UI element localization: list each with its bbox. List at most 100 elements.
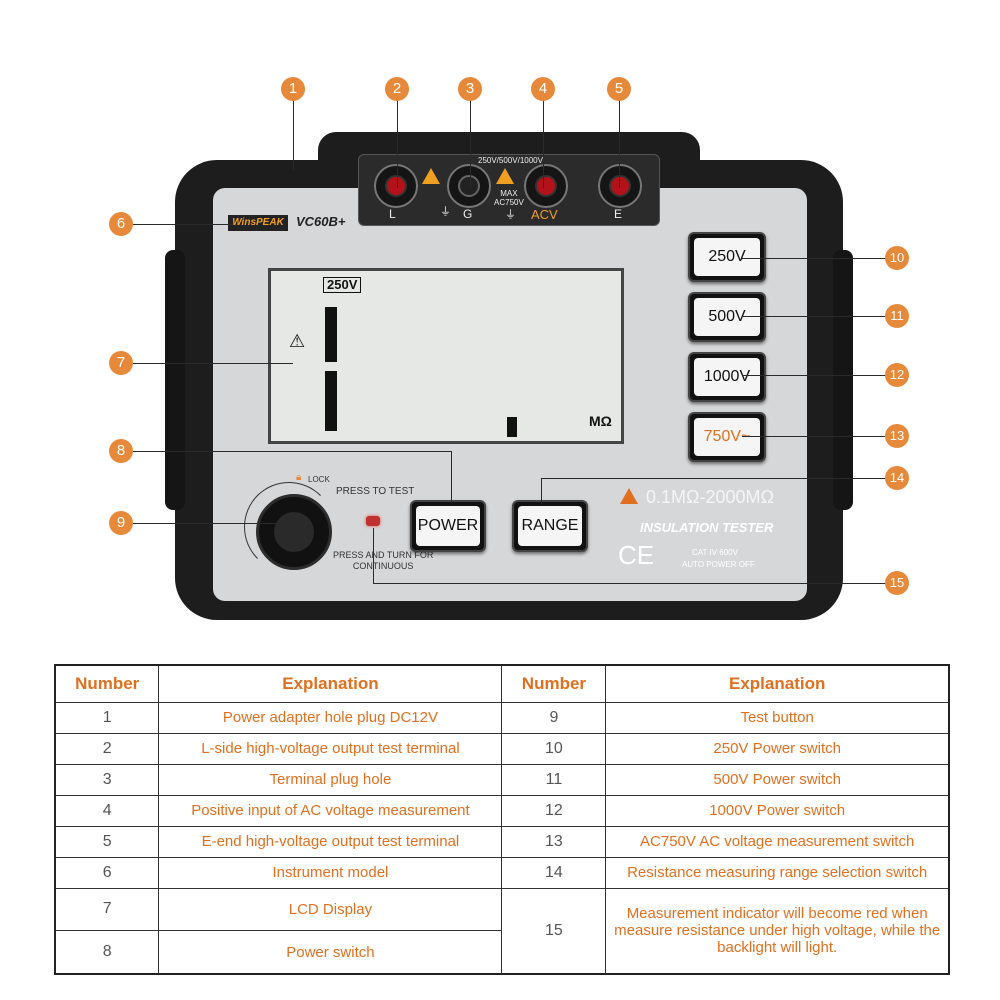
callout-4: 4 <box>531 77 555 101</box>
row-explanation: LCD Display <box>158 887 503 932</box>
power-button-label: POWER <box>416 506 480 546</box>
header-number: Number <box>501 664 607 703</box>
power-button[interactable]: POWER <box>410 500 486 552</box>
lcd-digit-segment <box>325 371 337 431</box>
row-explanation: Power adapter hole plug DC12V <box>158 702 503 734</box>
row-explanation: E-end high-voltage output test terminal <box>158 825 503 858</box>
row-number: 4 <box>54 794 160 827</box>
model-label: VC60B+ <box>296 214 346 229</box>
row-explanation: L-side high-voltage output test terminal <box>158 732 503 765</box>
row-number: 14 <box>501 856 607 889</box>
warning-icon <box>422 168 440 184</box>
callout-5: 5 <box>607 77 631 101</box>
lcd-display: 250V ⚠ MΩ <box>268 268 624 444</box>
table-row: 3 Terminal plug hole 11 500V Power switc… <box>54 763 950 796</box>
row-explanation: Resistance measuring range selection swi… <box>605 856 950 889</box>
explanation-table: Number Explanation Number Explanation 1 … <box>54 664 950 975</box>
table-row: 4 Positive input of AC voltage measureme… <box>54 794 950 827</box>
terminal-e[interactable] <box>598 164 642 208</box>
callout-7: 7 <box>109 351 133 375</box>
callout-8: 8 <box>109 439 133 463</box>
table-row: 6 Instrument model 14 Resistance measuri… <box>54 856 950 889</box>
row-number: 2 <box>54 732 160 765</box>
warning-icon <box>620 488 638 504</box>
row-number: 13 <box>501 825 607 858</box>
row-explanation: 1000V Power switch <box>605 794 950 827</box>
terminal-g[interactable] <box>447 164 491 208</box>
terminal-label-l: L <box>389 207 396 221</box>
lock-icon: 🔒︎ <box>296 472 302 483</box>
table-row: 1 Power adapter hole plug DC12V 9 Test b… <box>54 702 950 734</box>
lcd-digit-segment <box>325 307 337 362</box>
lcd-range-indicator: 250V <box>323 277 362 293</box>
row-number: 15 <box>501 887 607 975</box>
row-number: 12 <box>501 794 607 827</box>
header-explanation: Explanation <box>605 664 950 703</box>
row-number: 5 <box>54 825 160 858</box>
ce-mark: CE <box>618 540 655 570</box>
button-1000v[interactable]: 1000V <box>688 352 766 402</box>
row-explanation: Instrument model <box>158 856 503 889</box>
row-explanation: 500V Power switch <box>605 763 950 796</box>
row-explanation: Positive input of AC voltage measurement <box>158 794 503 827</box>
terminal-acv[interactable] <box>524 164 568 208</box>
terminal-label-acv: ACV <box>531 207 558 222</box>
table-header-row: Number Explanation Number Explanation <box>54 664 950 703</box>
row-number: 11 <box>501 763 607 796</box>
ground-icon: ⏚ <box>440 206 451 218</box>
terminal-header: 250V/500V/1000V <box>478 156 543 165</box>
table-row: 8 Power switch <box>54 930 949 975</box>
callout-12: 12 <box>885 363 909 387</box>
ground-icon: ⏚ <box>505 209 516 221</box>
cat-text: CAT IV 600V <box>692 548 738 557</box>
callout-11: 11 <box>885 304 909 328</box>
row-number: 9 <box>501 702 607 734</box>
button-750v[interactable]: 750V~ <box>688 412 766 462</box>
callout-2: 2 <box>385 77 409 101</box>
callout-14: 14 <box>885 466 909 490</box>
callout-10: 10 <box>885 246 909 270</box>
header-number: Number <box>54 664 160 703</box>
row-number: 10 <box>501 732 607 765</box>
range-text: 0.1MΩ-2000MΩ <box>646 487 774 507</box>
callout-13: 13 <box>885 424 909 448</box>
callout-1: 1 <box>281 77 305 101</box>
left-grip <box>165 250 185 510</box>
callout-9: 9 <box>109 511 133 535</box>
lock-label: LOCK <box>308 475 330 484</box>
button-1000v-label: 1000V <box>694 358 760 396</box>
range-button-label: RANGE <box>518 506 582 546</box>
header-explanation: Explanation <box>158 664 503 703</box>
button-500v-label: 500V <box>694 298 760 336</box>
row-explanation: Test button <box>605 702 950 734</box>
hv-warning-icon: ⚠ <box>289 331 306 351</box>
row-number: 6 <box>54 856 160 889</box>
tester-label: INSULATION TESTER <box>640 520 774 535</box>
warning-icon <box>496 168 514 184</box>
indicator-led <box>366 516 380 526</box>
row-number: 7 <box>54 887 160 932</box>
terminal-l[interactable] <box>374 164 418 208</box>
callout-15: 15 <box>885 571 909 595</box>
button-750v-label: 750V~ <box>694 418 760 456</box>
terminal-label-g: G <box>463 207 473 221</box>
lcd-cursor <box>507 417 517 437</box>
table-row: 2 L-side high-voltage output test termin… <box>54 732 950 765</box>
table-row: 5 E-end high-voltage output test termina… <box>54 825 950 858</box>
row-explanation: 250V Power switch <box>605 732 950 765</box>
row-explanation: Measurement indicator will become red wh… <box>605 887 950 975</box>
range-button[interactable]: RANGE <box>512 500 588 552</box>
lcd-unit: MΩ <box>589 413 612 429</box>
knob-arc <box>244 482 334 572</box>
test-knob[interactable] <box>256 494 332 570</box>
row-explanation: Terminal plug hole <box>158 763 503 796</box>
brand-logo: WinsPEAK <box>228 215 288 231</box>
button-500v[interactable]: 500V <box>688 292 766 342</box>
terminal-label-e: E <box>614 207 623 221</box>
button-250v[interactable]: 250V <box>688 232 766 282</box>
callout-3: 3 <box>458 77 482 101</box>
row-number: 8 <box>54 930 160 975</box>
right-grip <box>833 250 853 510</box>
button-250v-label: 250V <box>694 238 760 276</box>
